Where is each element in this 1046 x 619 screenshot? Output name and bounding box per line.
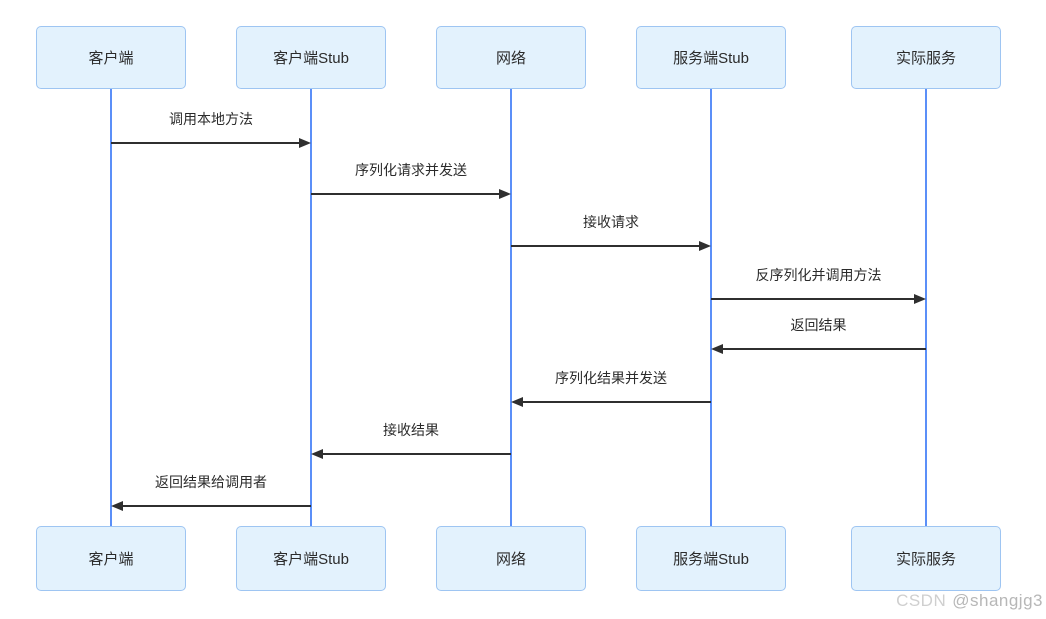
message-line-4 [723,348,926,350]
message-line-0 [111,142,299,144]
actor-box-top-network: 网络 [436,26,586,89]
lifeline-network [510,89,512,527]
message-line-7 [123,505,311,507]
message-arrowhead-2 [699,241,711,251]
message-label-6: 接收结果 [383,422,439,438]
message-label-5: 序列化结果并发送 [555,370,667,386]
message-label-2: 接收请求 [583,214,639,230]
actor-box-top-client: 客户端 [36,26,186,89]
message-arrowhead-0 [299,138,311,148]
message-label-3: 反序列化并调用方法 [755,267,882,283]
message-arrowhead-3 [914,294,926,304]
message-line-3 [711,298,914,300]
message-arrowhead-7 [111,501,123,511]
watermark: CSDN @shangjg3 [896,591,1043,611]
message-label-7: 返回结果给调用者 [155,474,267,490]
actor-box-bottom-client: 客户端 [36,526,186,591]
message-line-6 [323,453,511,455]
message-arrowhead-4 [711,344,723,354]
watermark-user: @shangjg3 [952,591,1043,610]
message-arrowhead-6 [311,449,323,459]
actor-box-top-service: 实际服务 [851,26,1001,89]
actor-box-bottom-client-stub: 客户端Stub [236,526,386,591]
actor-box-bottom-server-stub: 服务端Stub [636,526,786,591]
watermark-brand: CSDN [896,591,947,610]
lifeline-client [110,89,112,527]
actor-box-bottom-network: 网络 [436,526,586,591]
lifeline-server-stub [710,89,712,527]
message-label-4: 返回结果 [790,317,847,333]
message-label-0: 调用本地方法 [169,111,253,127]
message-arrowhead-1 [499,189,511,199]
message-line-2 [511,245,699,247]
lifeline-client-stub [310,89,312,527]
message-line-5 [523,401,711,403]
message-line-1 [311,193,499,195]
actor-box-bottom-service: 实际服务 [851,526,1001,591]
actor-box-top-server-stub: 服务端Stub [636,26,786,89]
actor-box-top-client-stub: 客户端Stub [236,26,386,89]
lifeline-service [925,89,927,527]
message-label-1: 序列化请求并发送 [355,162,467,178]
message-arrowhead-5 [511,397,523,407]
